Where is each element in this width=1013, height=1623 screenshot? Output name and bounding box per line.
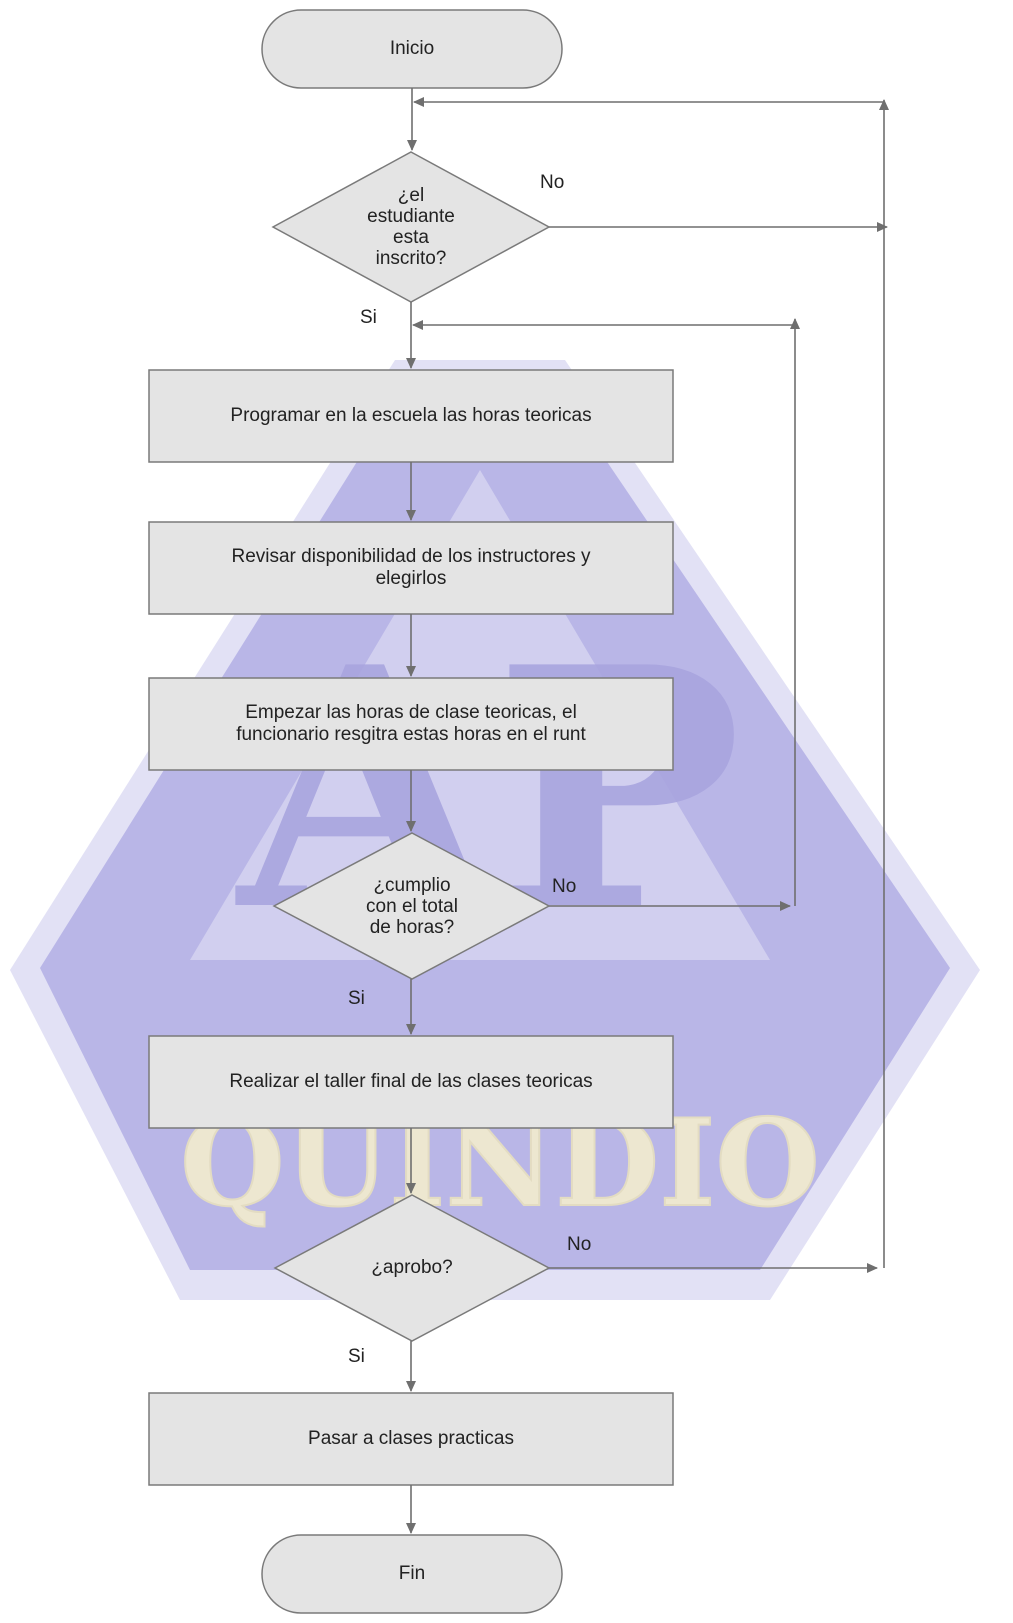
decision-aprobo-label: ¿aprobo? bbox=[371, 1257, 453, 1278]
process-revisar-shape bbox=[148, 521, 674, 615]
edge-label-decision2-si: Si bbox=[348, 988, 365, 1009]
process-empezar-label: Empezar las horas de clase teoricas, el … bbox=[236, 702, 586, 745]
process-programar-label: Programar en la escuela las horas teoric… bbox=[230, 405, 592, 426]
decision-inscrito-label: ¿el estudiante esta inscrito? bbox=[367, 185, 455, 269]
decision-aprobo-shape bbox=[273, 1194, 551, 1342]
process-practicas-label: Pasar a clases practicas bbox=[308, 1428, 514, 1449]
process-taller-shape bbox=[148, 1035, 674, 1129]
edge-label-decision1-si: Si bbox=[360, 307, 377, 328]
process-revisar-label: Revisar disponibilidad de los instructor… bbox=[231, 546, 591, 589]
process-taller-label: Realizar el taller final de las clases t… bbox=[229, 1071, 593, 1092]
decision-horas-shape bbox=[272, 832, 551, 980]
edge-label-decision3-no: No bbox=[567, 1234, 592, 1255]
decision-horas-label: ¿cumplio con el total de horas? bbox=[366, 874, 458, 938]
edge-label-decision1-no: No bbox=[540, 172, 565, 193]
edge-label-decision3-si: Si bbox=[348, 1346, 365, 1367]
edge-label-decision2-no: No bbox=[552, 876, 577, 897]
end-label: Fin bbox=[398, 1563, 426, 1584]
process-practicas-shape bbox=[148, 1392, 674, 1486]
end-terminator bbox=[261, 1534, 563, 1614]
start-label: Inicio bbox=[389, 38, 435, 59]
